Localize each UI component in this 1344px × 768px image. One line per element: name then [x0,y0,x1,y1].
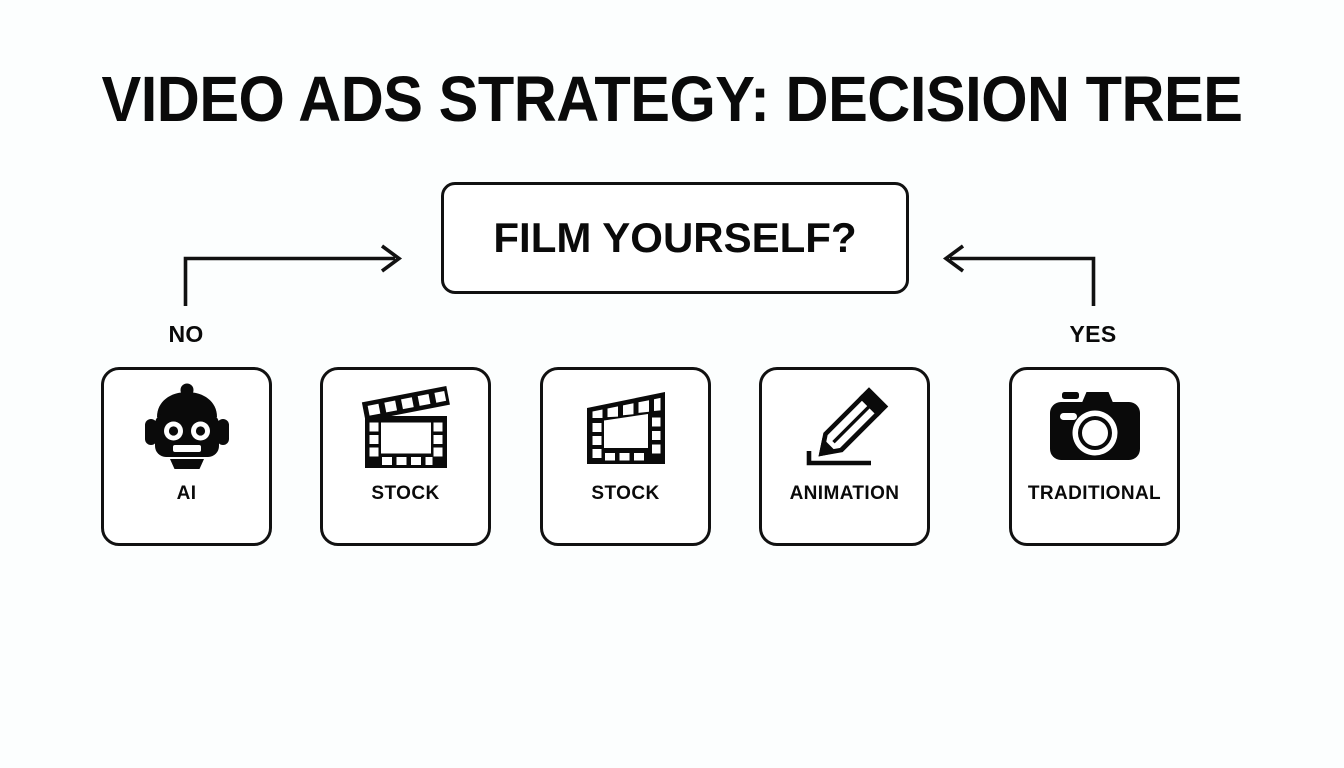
decision-node[interactable]: FILM YOURSELF? [441,182,909,294]
option-card-animation[interactable]: ANIMATION [759,367,930,546]
branch-label-yes: YES [1069,321,1117,347]
arrowhead-yes-icon [942,244,965,273]
robot-icon [104,370,269,478]
option-card-label: AI [176,483,197,504]
clapperboard-icon [323,370,488,478]
arrowhead-no-icon [380,244,403,273]
option-card-label: ANIMATION [789,483,900,504]
option-card-label: STOCK [371,483,440,504]
option-card-stock-1[interactable]: STOCK [320,367,491,546]
option-card-label: TRADITIONAL [1027,483,1162,504]
decision-node-label: FILM YOURSELF? [493,214,857,261]
camera-icon [1012,370,1177,478]
option-card-label: STOCK [591,483,660,504]
connector-yes-path [950,256,1096,306]
branch-label-no: NO [168,321,204,347]
option-card-stock-2[interactable]: STOCK [540,367,711,546]
option-card-ai[interactable]: AI [101,367,272,546]
option-card-traditional[interactable]: TRADITIONAL [1009,367,1180,546]
pencil-icon [762,370,927,478]
connector-no-path [183,256,395,306]
page-title: VIDEO ADS STRATEGY: DECISION TREE [101,63,1243,135]
film-frame-icon [543,370,708,478]
